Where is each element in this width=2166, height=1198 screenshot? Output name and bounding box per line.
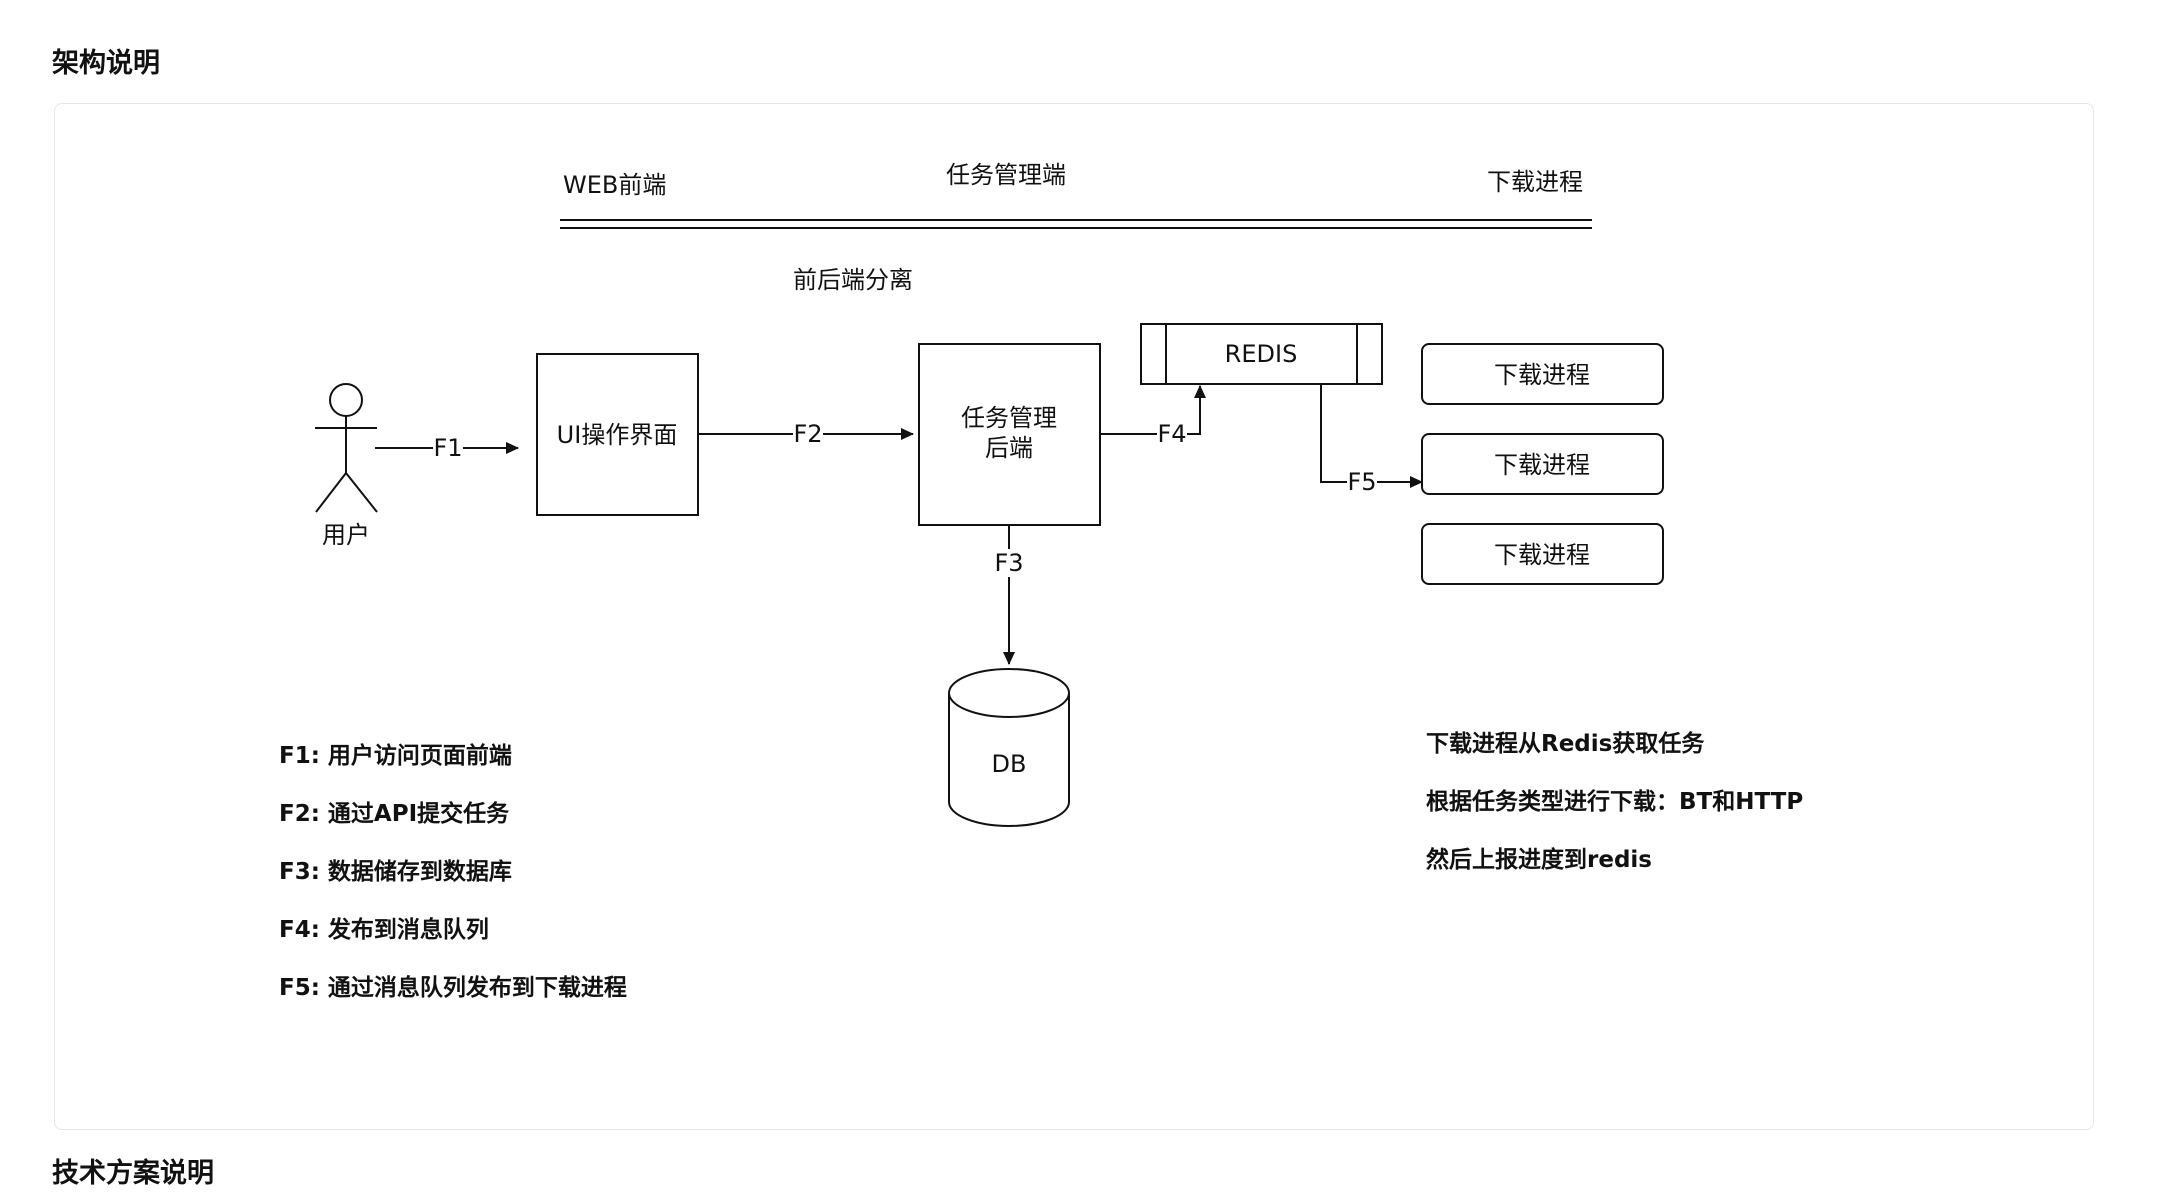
worker-node-2-label: 下载进程 — [1494, 451, 1590, 479]
edge-f5-label-bg — [1347, 469, 1377, 495]
redis-node — [1140, 323, 1383, 385]
edge-f1-label: F1 — [433, 434, 462, 462]
ui-node — [536, 353, 699, 516]
worker-note-2: 根据任务类型进行下载：BT和HTTP — [1426, 788, 1803, 815]
backend-node-label-line1: 任务管理 — [961, 404, 1057, 432]
architecture-diagram: WEB前端 任务管理端 下载进程 前后端分离 用户 F1 UI操作界面 F2 任… — [279, 161, 1803, 1001]
header-label-web-frontend: WEB前端 — [563, 171, 666, 199]
edge-f3-label: F3 — [994, 549, 1023, 577]
worker-node-1-label: 下载进程 — [1494, 361, 1590, 389]
edge-f4-label-bg — [1157, 421, 1187, 447]
edge-f2-label-bg — [793, 421, 823, 447]
user-actor-icon — [315, 383, 378, 513]
redis-node-label: REDIS — [1225, 340, 1298, 368]
worker-node-3-label: 下载进程 — [1494, 541, 1590, 569]
header-label-task-manager: 任务管理端 — [946, 161, 1066, 189]
edge-f2-label: F2 — [793, 420, 822, 448]
worker-node-2 — [1421, 433, 1664, 495]
architecture-diagram-card: WEB前端 任务管理端 下载进程 前后端分离 用户 F1 UI操作界面 F2 任… — [54, 103, 2094, 1130]
actor-label: 用户 — [322, 521, 370, 549]
edge-f3-label-bg — [993, 549, 1025, 577]
flow-note-f1: F1: 用户访问页面前端 — [279, 742, 512, 769]
edge-f1-label-bg — [433, 435, 463, 461]
section-title: 架构说明 — [52, 48, 160, 79]
edge-f5 — [1320, 384, 1423, 488]
separation-label: 前后端分离 — [793, 266, 913, 294]
backend-node — [918, 343, 1101, 526]
db-node — [948, 668, 1070, 827]
worker-node-1 — [1421, 343, 1664, 405]
worker-note-1: 下载进程从Redis获取任务 — [1426, 730, 1705, 757]
worker-note-3: 然后上报进度到redis — [1426, 846, 1652, 873]
edge-f5-label: F5 — [1347, 468, 1376, 496]
edge-f4-label: F4 — [1157, 420, 1186, 448]
flow-note-f4: F4: 发布到消息队列 — [279, 916, 489, 943]
next-section-title: 技术方案说明 — [52, 1158, 214, 1189]
ui-node-label: UI操作界面 — [557, 421, 678, 449]
worker-node-3 — [1421, 523, 1664, 585]
flow-note-f3: F3: 数据储存到数据库 — [279, 858, 512, 885]
header-label-download-process: 下载进程 — [1487, 168, 1583, 196]
flow-note-f5: F5: 通过消息队列发布到下载进程 — [279, 974, 627, 1001]
flow-note-f2: F2: 通过API提交任务 — [279, 800, 510, 827]
backend-node-label-line2: 后端 — [985, 434, 1033, 462]
db-node-label: DB — [992, 750, 1027, 778]
edge-f4 — [1100, 385, 1206, 435]
